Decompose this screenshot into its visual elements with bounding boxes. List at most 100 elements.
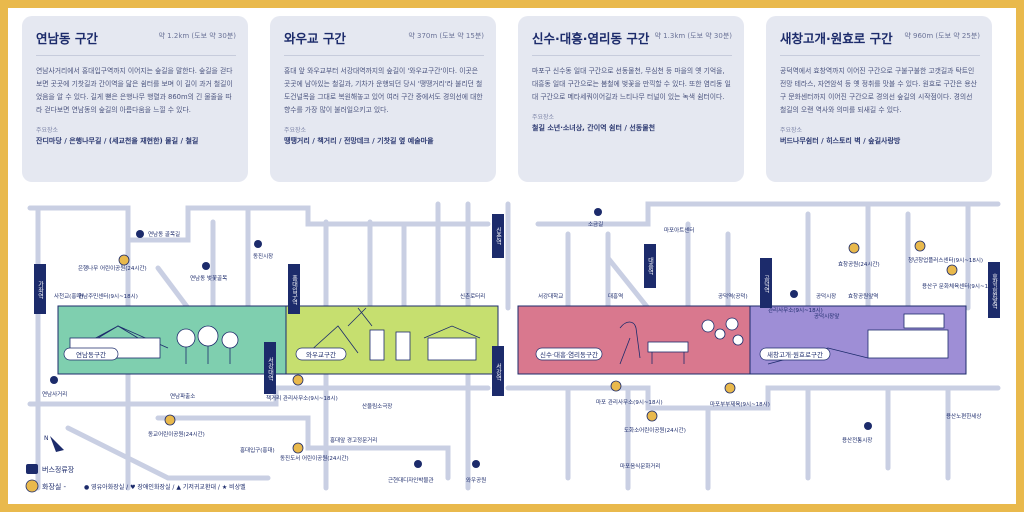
label-sinsu-section: 신수·대흥·염리동구간 bbox=[540, 350, 598, 359]
landmark-label: 사천교(홍대) bbox=[54, 292, 84, 300]
section-card-saechang: 새창고개·원효로 구간 약 960m (도보 약 25분) 공덕역에서 효창역까… bbox=[766, 16, 992, 182]
landmark-label: 연남동 골목길 bbox=[148, 230, 180, 238]
landmark-pins: 연남동 골목길 동진시장 연남동 벚꽃골목 은행나무 어린이공원(24시간) 연… bbox=[42, 208, 999, 484]
pin-icon bbox=[472, 460, 480, 468]
compass-icon: N bbox=[44, 435, 64, 452]
restroom-icon bbox=[292, 442, 304, 454]
card-divider bbox=[284, 55, 484, 56]
landmark-label: 소금길 bbox=[588, 220, 603, 228]
restroom-icon bbox=[164, 414, 176, 426]
card-distance: 약 1.2km (도보 약 30분) bbox=[158, 32, 236, 40]
section-band-sinsu bbox=[517, 305, 751, 375]
landmark-label: 공덕역(공덕) bbox=[718, 292, 748, 300]
landmark-label: 마포아트센터 bbox=[664, 226, 694, 234]
pin-icon bbox=[594, 208, 602, 216]
card-title: 와우교 구간 bbox=[284, 31, 346, 46]
label-yeonnam-section: 연남동구간 bbox=[76, 350, 106, 359]
landmark-label: 동진시장 bbox=[253, 252, 273, 260]
card-description: 연남사거리에서 홍대입구역까지 이어지는 숲길을 말한다. 숲길을 걷다 보면 … bbox=[36, 67, 233, 114]
landmark-label: 공덕시장 bbox=[816, 293, 836, 300]
card-distance: 약 370m (도보 약 15분) bbox=[408, 32, 484, 40]
station-label: 홍대입구역 bbox=[291, 274, 298, 306]
landmark-label: 용산구 문화체육센터(9시~18시) bbox=[922, 282, 999, 290]
card-places: 잔디마당 / 은행나무길 / (세교천을 재현한) 물길 / 철길 bbox=[36, 137, 199, 145]
card-places-label: 주요장소 bbox=[532, 114, 555, 121]
landmark-label: 와우공원 bbox=[466, 476, 486, 484]
restroom-icon bbox=[724, 382, 736, 394]
station-hongik[interactable]: 홍대입구역 bbox=[288, 264, 300, 314]
restroom-icon bbox=[848, 242, 860, 254]
landmark-label: 효창공원앞역 bbox=[848, 292, 878, 300]
trail-map: 연남동구간 와우교구간 신수·대흥·염리동구간 새창고개·원효로구간 가좌역 홍… bbox=[25, 201, 1001, 493]
label-saechang-section: 새창고개·원효로구간 bbox=[767, 350, 823, 359]
station-label: 효창공원앞역 bbox=[991, 273, 998, 310]
card-title: 새창고개·원효로 구간 bbox=[780, 31, 893, 46]
legend-bus: 버스정류장 bbox=[42, 465, 75, 474]
card-divider bbox=[36, 55, 236, 56]
card-places-label: 주요장소 bbox=[284, 127, 307, 134]
station-seogang[interactable]: 서강역 bbox=[492, 346, 504, 396]
landmark-label: 근현대디자인박물관 bbox=[388, 476, 434, 484]
section-card-yeonnam: 연남동 구간 약 1.2km (도보 약 30분) 연남사거리에서 홍대입구역까… bbox=[22, 16, 248, 182]
pin-icon bbox=[202, 262, 210, 270]
landmark-label: 연남파출소 bbox=[170, 392, 195, 400]
svg-text:N: N bbox=[44, 435, 49, 442]
section-illustrations bbox=[67, 307, 949, 365]
card-description: 마포구 신수동 일대 구간으로 선동물천, 무심천 등 마을의 옛 기억을, 대… bbox=[532, 67, 731, 101]
restroom-icon bbox=[118, 254, 130, 266]
restroom-icon bbox=[646, 410, 658, 422]
section-labels: 연남동구간 와우교구간 신수·대흥·염리동구간 새창고개·원효로구간 bbox=[63, 347, 831, 361]
section-card-sinsu: 신수·대흥·염리동 구간 약 1.3km (도보 약 30분) 마포구 신수동 … bbox=[518, 16, 744, 182]
card-places-label: 주요장소 bbox=[36, 127, 59, 134]
label-wawoogyo-section: 와우교구간 bbox=[306, 350, 336, 359]
landmark-label: 신촌로터리 bbox=[460, 292, 485, 300]
card-description: 홍대 앞 와우교부터 서강대역까지의 숲길이 '와우교구간'이다. 이곳은 곳곳… bbox=[284, 67, 483, 114]
pin-icon bbox=[790, 290, 798, 298]
card-distance: 약 1.3km (도보 약 30분) bbox=[654, 32, 732, 40]
station-label: 신촌역 bbox=[495, 226, 502, 246]
landmark-label: 홍대앞 경고정문거리 bbox=[330, 436, 377, 444]
landmark-label: 용산전통시장 bbox=[842, 436, 872, 444]
map-poster: 연남동 구간 약 1.2km (도보 약 30분) 연남사거리에서 홍대입구역까… bbox=[8, 8, 1016, 504]
restroom-icon bbox=[946, 264, 958, 276]
restroom-icon bbox=[914, 240, 926, 252]
station-label: 서강역 bbox=[495, 362, 502, 382]
station-label: 서강대역 bbox=[267, 356, 274, 382]
landmark-label: 대흥역 bbox=[608, 292, 623, 300]
card-distance: 약 960m (도보 약 25분) bbox=[904, 32, 980, 40]
restroom-icon bbox=[610, 380, 622, 392]
card-divider bbox=[532, 55, 732, 56]
card-places: 철길 소년·소녀상, 간이역 쉼터 / 선동물천 bbox=[532, 124, 656, 132]
landmark-label: 연남주민센터(9시~18시) bbox=[78, 292, 138, 300]
landmark-label: 공덕시장앞 bbox=[814, 312, 839, 320]
landmark-label: 효창공원(24시간) bbox=[838, 260, 880, 268]
card-places: 버드나무쉼터 / 히스토리 벽 / 숲길사랑방 bbox=[780, 137, 901, 145]
pin-icon bbox=[136, 230, 144, 238]
landmark-label: 청년창업플러스센터(9시~18시) bbox=[908, 256, 983, 264]
station-seogang-univ[interactable]: 서강대역 bbox=[264, 342, 276, 394]
station-hyochang[interactable]: 효창공원앞역 bbox=[988, 262, 1000, 318]
landmark-label: 서강대학교 bbox=[538, 292, 563, 300]
pin-icon bbox=[414, 460, 422, 468]
station-gajwa[interactable]: 가좌역 bbox=[34, 264, 46, 314]
card-divider bbox=[780, 55, 980, 56]
road-network bbox=[27, 201, 1001, 491]
station-markers: 가좌역 홍대입구역 신촌역 서강역 대흥역 공덕역 bbox=[34, 214, 1000, 396]
pin-icon bbox=[254, 240, 262, 248]
station-label: 공덕역 bbox=[763, 275, 770, 294]
station-daeheung[interactable]: 대흥역 bbox=[644, 244, 656, 288]
legend-restroom-types: ● 영유아화장실 / ♥ 장애인화장실 / ▲ 기저귀교환대 / ★ 비상벨 bbox=[84, 483, 246, 491]
landmark-label: 책거리 관리사무소(9시~18시) bbox=[266, 394, 338, 402]
station-gongdeok[interactable]: 공덕역 bbox=[760, 258, 772, 308]
station-label: 대흥역 bbox=[647, 256, 654, 276]
landmark-label: 산울림소극장 bbox=[362, 402, 392, 410]
landmark-label: 동진도서 어린이공원(24시간) bbox=[280, 454, 349, 462]
card-title: 신수·대흥·염리동 구간 bbox=[532, 31, 650, 46]
card-places-label: 주요장소 bbox=[780, 127, 803, 134]
landmark-label: 도화소어린이공원(24시간) bbox=[624, 426, 686, 434]
landmark-label: 마포부부제육(9시~18시) bbox=[710, 400, 770, 408]
landmark-label: 용산노편한세상 bbox=[946, 412, 981, 420]
landmark-label: 마포 관리사무소(9시~18시) bbox=[596, 398, 663, 406]
station-sinchon[interactable]: 신촌역 bbox=[492, 214, 504, 258]
section-card-wawoogyo: 와우교 구간 약 370m (도보 약 15분) 홍대 앞 와우교부터 서강대역… bbox=[270, 16, 496, 182]
